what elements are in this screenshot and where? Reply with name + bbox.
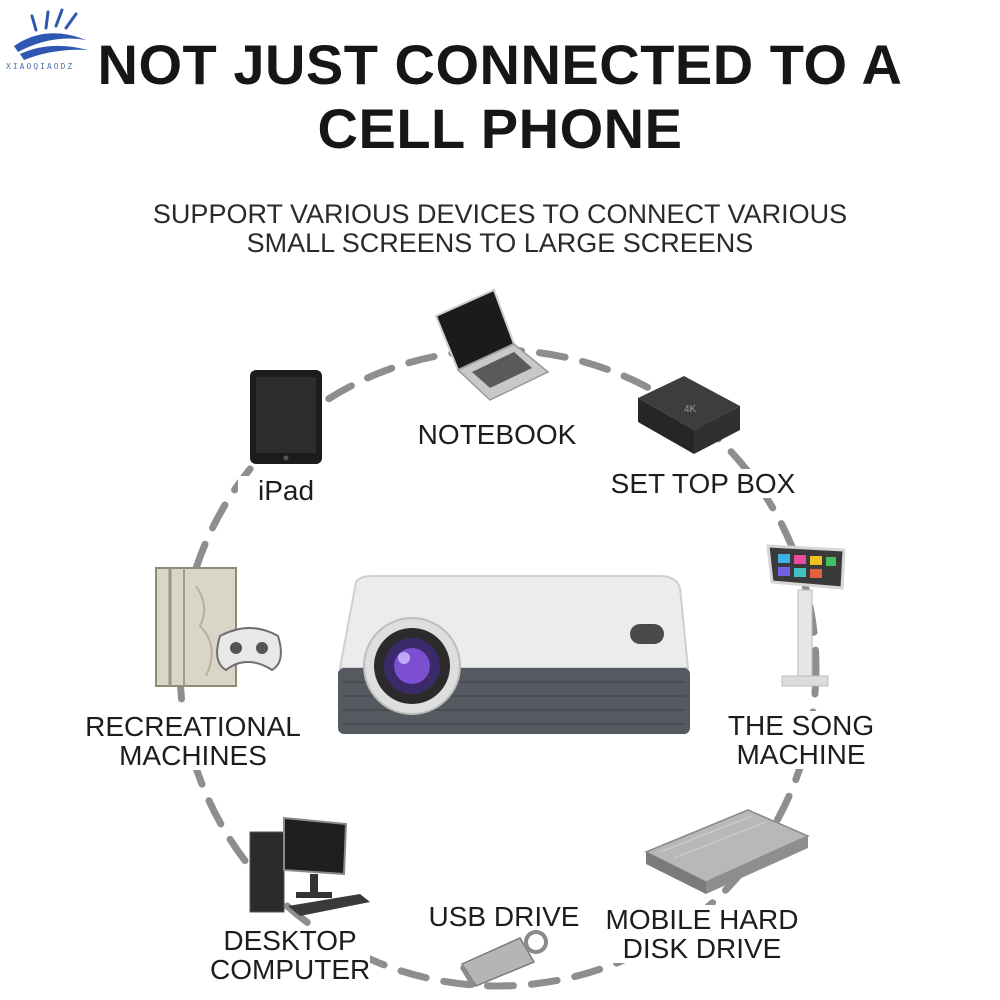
subtitle-line1: SUPPORT VARIOUS DEVICES TO CONNECT VARIO… <box>152 199 848 229</box>
page-title-line2: CELL PHONE <box>317 97 683 160</box>
set-top-box-icon: 4K <box>638 376 740 454</box>
label-hdd-line1: MOBILE HARD <box>594 905 810 934</box>
label-recreational-line1: RECREATIONAL <box>76 712 310 741</box>
song-machine-icon <box>766 544 846 687</box>
label-notebook: NOTEBOOK <box>404 420 590 449</box>
label-ipad: iPad <box>238 476 334 505</box>
notebook-icon <box>434 288 550 401</box>
subtitle-line2: SMALL SCREENS TO LARGE SCREENS <box>246 228 754 258</box>
label-recreational-line2: MACHINES <box>76 741 310 770</box>
hard-disk-icon <box>644 809 810 894</box>
label-desktop-line1: DESKTOP <box>210 926 370 955</box>
label-set-top-box: SET TOP BOX <box>598 469 808 498</box>
label-desktop-line2: COMPUTER <box>210 954 371 985</box>
brand-text: XIAOQIAODZ <box>6 62 75 71</box>
label-song-line2: MACHINE <box>716 740 886 769</box>
label-hdd-line2: DISK DRIVE <box>594 934 810 963</box>
game-console-icon <box>155 567 282 687</box>
brand-logo-icon <box>14 8 88 60</box>
brand-logo: XIAOQIAODZ <box>6 6 96 76</box>
projector-image <box>338 575 690 734</box>
page-title-line1: NOT JUST CONNECTED TO A <box>97 33 903 96</box>
label-song-line1: THE SONG <box>716 711 886 740</box>
set-top-box-badge: 4K <box>684 404 697 415</box>
ipad-icon <box>250 370 322 464</box>
desktop-computer-icon <box>249 816 370 916</box>
label-usb: USB DRIVE <box>422 902 586 931</box>
usb-drive-icon <box>460 930 548 988</box>
